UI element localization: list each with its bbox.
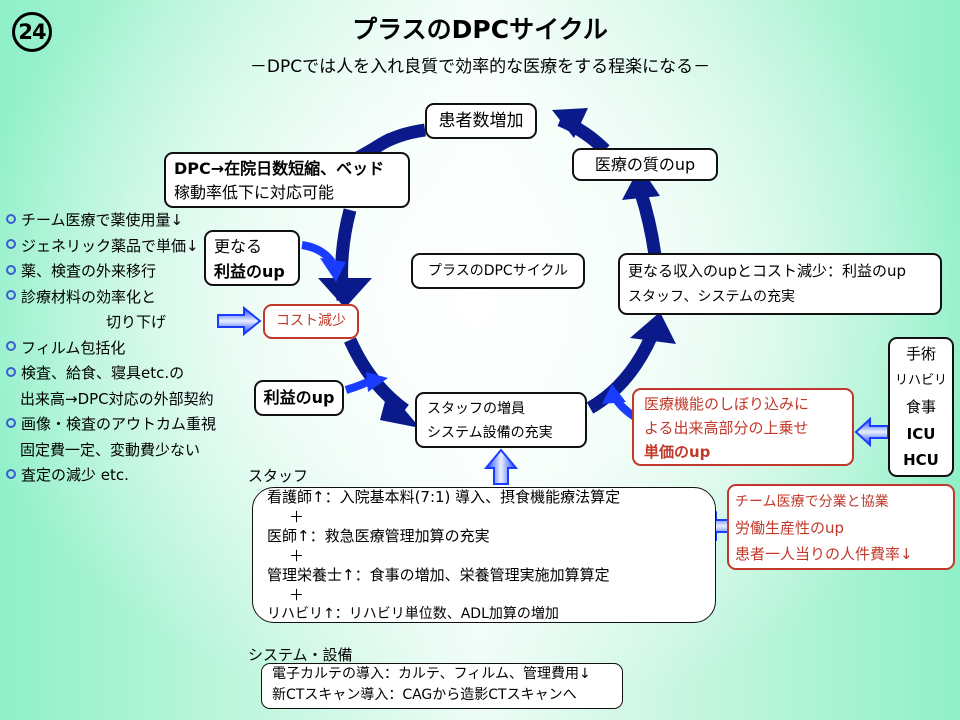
staff-line-nurse: 看護師↑：入院基本料(7:1) 導入、摂食機能療法算定 <box>267 488 621 506</box>
bullet-item: 切り下げ <box>6 310 216 336</box>
slide-subtitle: －DPCでは人を入れ良質で効率的な医療をする程楽になる－ <box>249 57 711 77</box>
cycle-center-label: プラスのDPCサイクル <box>411 253 585 289</box>
slide-title: プラスのDPCサイクル <box>352 15 608 44</box>
node-further-profit-line-2: 利益のup <box>214 262 285 281</box>
node-further-profit: 更なる 利益のup <box>204 230 300 286</box>
node-staff-increase-line-2: システム設備の充実 <box>427 425 553 441</box>
node-cost-reduction-label: コスト減少 <box>276 313 346 329</box>
system-section-heading: システム・設備 <box>248 646 353 664</box>
node-profit-up: 利益のup <box>254 380 344 416</box>
bullet-dot-icon <box>6 264 16 275</box>
bullet-text: 画像・検査のアウトカム重視 <box>21 415 217 433</box>
medical-item: 手術 <box>905 345 936 363</box>
side-arrowhead-medical-function <box>602 384 626 404</box>
bullet-dot-icon <box>6 366 16 377</box>
system-line-ct: 新CTスキャン導入：CAGから造影CTスキャンへ <box>272 687 577 703</box>
system-section-box: 電子カルテの導入：カルテ、フィルム、管理費用↓ 新CTスキャン導入：CAGから造… <box>261 663 623 709</box>
node-staff-increase: スタッフの増員 システム設備の充実 <box>415 392 587 448</box>
node-further-profit-line-1: 更なる <box>214 237 263 256</box>
medical-item: HCU <box>903 451 939 469</box>
medical-function-box: 医療機能のしぼり込みに よる出来高部分の上乗せ 単価のup <box>632 388 854 466</box>
bullet-dot-icon <box>6 290 16 300</box>
bullet-text: 出来高→DPC対応の外部契約 <box>20 389 214 408</box>
staff-section-heading: スタッフ <box>248 467 309 485</box>
system-line-emr: 電子カルテの導入：カルテ、フィルム、管理費用↓ <box>272 666 591 682</box>
cycle-arrowhead-revenue <box>630 312 676 344</box>
team-medicine-line-2: 労働生産性のup <box>735 519 845 537</box>
block-arrow-from-items <box>854 416 889 448</box>
node-staff-increase-line-1: スタッフの増員 <box>427 401 525 417</box>
cycle-arc-revenue-to-quality <box>633 187 662 256</box>
medical-item: ICU <box>906 424 936 443</box>
staff-line-doctor: 医師↑：救急医療管理加算の充実 <box>267 527 490 545</box>
node-cost-reduction: コスト減少 <box>263 304 359 339</box>
bullet-text: 固定費一定、変動費少ない <box>20 440 201 459</box>
bullet-item: 査定の減少 etc. <box>6 463 216 489</box>
bullet-dot-icon <box>6 341 16 351</box>
node-profit-up-label: 利益のup <box>263 388 335 407</box>
bullet-dot-icon <box>6 213 16 224</box>
bullet-item: フィルム包括化 <box>6 336 216 362</box>
cycle-arrowhead-cost <box>318 278 372 308</box>
bullet-item: 画像・検査のアウトカム重視 <box>6 412 216 438</box>
node-revenue-up: 更なる収入のupとコスト減少：利益のup スタッフ、システムの充実 <box>618 253 942 315</box>
node-quality-up: 医療の質のup <box>572 148 718 181</box>
cycle-arrowhead-patients <box>552 108 588 138</box>
staff-line-rehab: リハビリ↑：リハビリ単位数、ADL加算の増加 <box>267 606 559 622</box>
bullet-item: 出来高→DPC対応の外部契約 <box>6 387 216 413</box>
cost-reduction-measures-list: チーム医療で薬使用量↓ ジェネリック薬品で単価↓ 薬、検査の外来移行診療材料の効率化… <box>6 208 216 489</box>
bullet-item: ジェネリック薬品で単価↓ <box>6 234 216 260</box>
side-arrowhead-further-profit <box>320 258 346 282</box>
bullet-item: チーム医療で薬使用量↓ <box>6 208 216 234</box>
node-dpc-stay-line-2: 稼動率低下に対応可能 <box>174 183 335 202</box>
staff-section-box: 看護師↑：入院基本料(7:1) 導入、摂食機能療法算定 ＋ 医師↑：救急医療管理… <box>252 487 716 623</box>
bullet-text: 薬、検査の外来移行 <box>21 262 157 280</box>
cycle-arrowhead-staff <box>380 390 420 428</box>
staff-line-dietitian: 管理栄養士↑：食事の増加、栄養管理実施加算算定 <box>267 566 610 584</box>
node-revenue-up-line-1: 更なる収入のupとコスト減少：利益のup <box>628 262 907 280</box>
medical-item: リハビリ <box>894 372 947 388</box>
bullet-text: 検査、給食、寝具etc.の <box>21 364 185 382</box>
bullet-item: 薬、検査の外来移行 <box>6 259 216 285</box>
bullet-text: ジェネリック薬品で単価↓ <box>21 236 199 255</box>
team-medicine-line-3: 患者一人当りの人件費率↓ <box>735 545 913 563</box>
node-revenue-up-line-2: スタッフ、システムの充実 <box>628 289 796 305</box>
medical-function-line-3: 単価のup <box>644 443 711 461</box>
bullet-dot-icon <box>6 239 16 249</box>
cycle-arc-staff-to-revenue <box>586 332 658 414</box>
medical-item: 食事 <box>905 398 936 416</box>
staff-plus: ＋ <box>289 546 305 565</box>
cycle-center-label-text: プラスのDPCサイクル <box>427 263 569 279</box>
block-arrow-to-cost <box>217 305 262 337</box>
staff-plus: ＋ <box>289 585 305 604</box>
node-quality-up-label: 医療の質のup <box>594 155 696 174</box>
staff-plus: ＋ <box>289 507 305 526</box>
bullet-text: フィルム包括化 <box>21 338 126 357</box>
medical-function-line-1: 医療機能のしぼり込みに <box>644 395 810 413</box>
bullet-dot-icon <box>6 417 16 428</box>
bullet-dot-icon <box>6 468 16 479</box>
bullet-item: 診療材料の効率化と <box>6 285 216 311</box>
node-dpc-stay: DPC→在院日数短縮、ベッド 稼動率低下に対応可能 <box>164 152 410 208</box>
bullet-text: 診療材料の効率化と <box>21 287 157 306</box>
medical-items-box: 手術 リハビリ 食事 ICU HCU <box>888 337 954 477</box>
medical-function-line-2: よる出来高部分の上乗せ <box>644 419 809 437</box>
bullet-text: チーム医療で薬使用量↓ <box>21 211 184 229</box>
team-medicine-line-1: チーム医療で分業と協業 <box>735 494 889 510</box>
slide-number-badge: 24 <box>12 12 52 52</box>
cycle-arc-cost-to-staff <box>344 337 409 416</box>
node-patients-increase-label: 患者数増加 <box>438 111 524 131</box>
bullet-item: 固定費一定、変動費少ない <box>6 438 216 464</box>
block-arrow-up-to-staff <box>483 448 519 485</box>
bullet-text: 査定の減少 etc. <box>21 466 129 484</box>
node-patients-increase: 患者数増加 <box>425 103 537 139</box>
bullet-text: 切り下げ <box>106 313 167 331</box>
side-arrowhead-profit <box>366 372 388 392</box>
team-medicine-box: チーム医療で分業と協業 労働生産性のup 患者一人当りの人件費率↓ <box>727 484 955 570</box>
cycle-arrowhead-quality <box>622 166 660 200</box>
bullet-item: 検査、給食、寝具etc.の <box>6 361 216 387</box>
node-dpc-stay-line-1: DPC→在院日数短縮、ベッド <box>174 159 385 178</box>
